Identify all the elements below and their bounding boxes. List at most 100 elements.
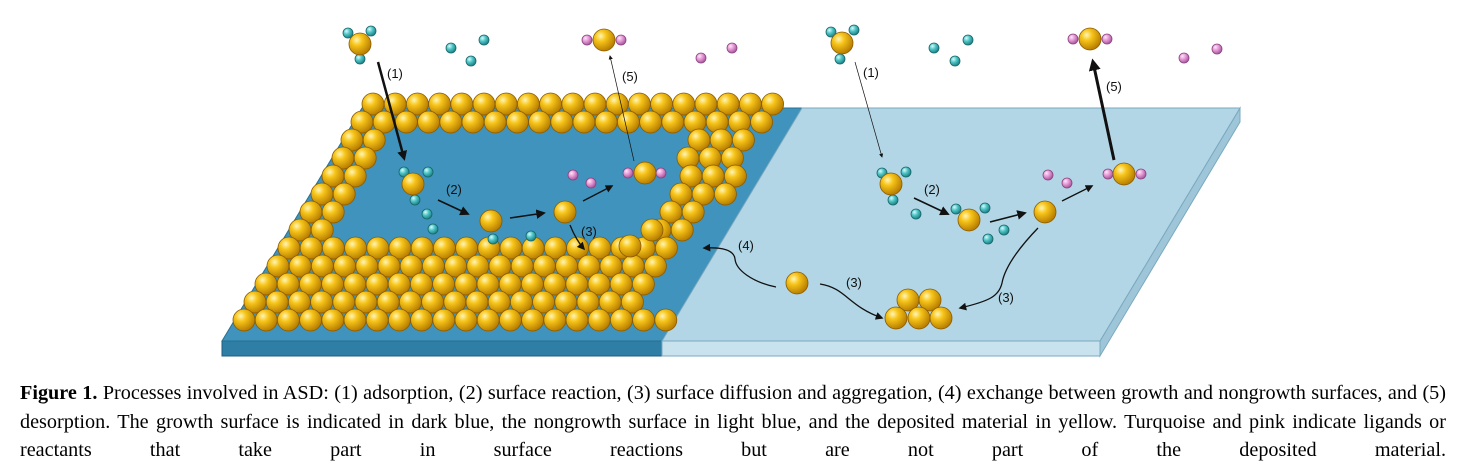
deposited-sphere — [483, 110, 507, 134]
label-desorption-left: (5) — [622, 69, 638, 84]
deposited-sphere — [632, 272, 655, 296]
label-diffusion-mid: (3) — [846, 275, 862, 290]
deposited-sphere — [639, 110, 662, 134]
arrow-adsorption-left — [376, 61, 407, 161]
deposited-sphere — [565, 308, 589, 332]
deposited-sphere — [670, 218, 694, 242]
arrow-desorption-left — [608, 55, 635, 162]
arrow-diffusion-left — [569, 224, 586, 251]
caption-text: Processes involved in ASD: (1) adsorptio… — [20, 382, 1446, 461]
deposited-sphere — [310, 218, 334, 242]
diffusing-atom-right — [1033, 200, 1057, 224]
deposited-sphere — [543, 308, 567, 332]
deposited-sphere — [572, 110, 596, 134]
adsorbed-precursor — [398, 166, 434, 206]
deposited-sphere — [587, 308, 611, 332]
figure-caption: Figure 1. Processes involved in ASD: (1)… — [20, 379, 1446, 465]
deposited-sphere — [750, 110, 773, 134]
deposited-sphere — [621, 290, 644, 314]
deposited-sphere — [461, 110, 485, 134]
nongrowth-surface-front — [661, 340, 1101, 357]
aggregate-cluster — [884, 288, 953, 330]
deposited-sphere — [644, 254, 667, 278]
deposited-sphere — [681, 200, 705, 224]
reacted-atom — [479, 209, 503, 233]
deposited-sphere — [299, 308, 323, 332]
deposited-sphere — [321, 200, 345, 224]
deposited-sphere — [594, 110, 618, 134]
deposited-sphere — [732, 128, 755, 152]
deposited-sphere — [655, 236, 678, 260]
free-reactants-right — [1178, 43, 1223, 64]
arrow-reaction-left — [437, 199, 470, 216]
deposited-sphere — [618, 234, 642, 258]
arrow-desorption-right — [1088, 58, 1116, 161]
deposited-material-spheres — [232, 92, 784, 332]
precursor-molecule — [342, 25, 377, 65]
label-adsorption-right: (1) — [863, 65, 879, 80]
deposited-sphere — [332, 182, 356, 206]
process-arrows — [376, 55, 1116, 320]
arrow-aggregation-left — [819, 283, 884, 320]
label-diffusion-left: (3) — [581, 224, 597, 239]
step-labels: (1) (1) (2) (2) (3) (3) (3) (4) (5) (5) — [387, 65, 1122, 305]
arrow-exchange — [702, 243, 777, 288]
deposited-sphere — [410, 308, 434, 332]
adsorbed-precursor-right — [876, 166, 912, 206]
deposited-sphere — [387, 308, 411, 332]
deposited-sphere — [550, 110, 574, 134]
free-ligands-right — [928, 34, 974, 67]
deposited-sphere — [476, 308, 500, 332]
deposited-sphere — [232, 308, 256, 332]
desorbed-molecule-right — [1067, 27, 1113, 51]
deposited-sphere — [454, 308, 478, 332]
deposited-sphere — [343, 164, 367, 188]
deposited-sphere — [417, 110, 441, 134]
desorbing-molecule-right — [1102, 162, 1147, 186]
deposited-sphere — [439, 110, 463, 134]
label-reaction-right: (2) — [924, 182, 940, 197]
diffusing-atom — [553, 200, 577, 224]
exchanging-atom — [785, 271, 809, 295]
deposited-sphere — [276, 308, 300, 332]
deposited-sphere — [498, 308, 522, 332]
asd-process-figure: (1) (1) (2) (2) (3) (3) (3) (4) (5) (5) — [221, 24, 1241, 358]
deposited-sphere — [394, 110, 418, 134]
desorbing-molecule — [622, 161, 667, 185]
arrow-reaction-right — [913, 197, 950, 216]
deposited-sphere — [661, 110, 685, 134]
caption-label: Figure 1. — [20, 382, 98, 404]
deposited-sphere — [365, 308, 389, 332]
deposited-sphere — [724, 164, 747, 188]
deposited-sphere — [521, 308, 544, 332]
label-reaction-left: (2) — [446, 182, 462, 197]
deposited-sphere — [610, 308, 633, 332]
deposited-sphere — [617, 110, 640, 134]
label-adsorption-left: (1) — [387, 66, 403, 81]
deposited-sphere — [343, 308, 367, 332]
deposited-sphere — [640, 218, 664, 242]
deposited-sphere — [254, 308, 278, 332]
molecules — [342, 24, 1223, 330]
label-exchange: (4) — [738, 238, 754, 253]
growth-surface-front — [221, 340, 663, 357]
deposited-sphere — [528, 110, 551, 134]
deposited-sphere — [506, 110, 529, 134]
deposited-sphere — [321, 308, 345, 332]
arrow-adsorption-right — [854, 61, 884, 158]
deposited-sphere — [632, 308, 655, 332]
label-diffusion-right: (3) — [998, 290, 1014, 305]
reacting-atom-right — [950, 202, 991, 232]
deposited-sphere — [353, 146, 377, 170]
deposited-sphere — [362, 128, 386, 152]
deposited-sphere — [654, 308, 678, 332]
deposited-sphere — [714, 182, 737, 206]
deposited-sphere — [432, 308, 456, 332]
free-ligands — [445, 34, 490, 67]
released-ligands — [421, 208, 537, 245]
free-reactants — [695, 42, 738, 64]
label-desorption-right: (5) — [1106, 79, 1122, 94]
deposited-sphere — [761, 92, 784, 116]
desorbed-molecule — [581, 28, 627, 52]
precursor-molecule-right — [825, 24, 860, 65]
